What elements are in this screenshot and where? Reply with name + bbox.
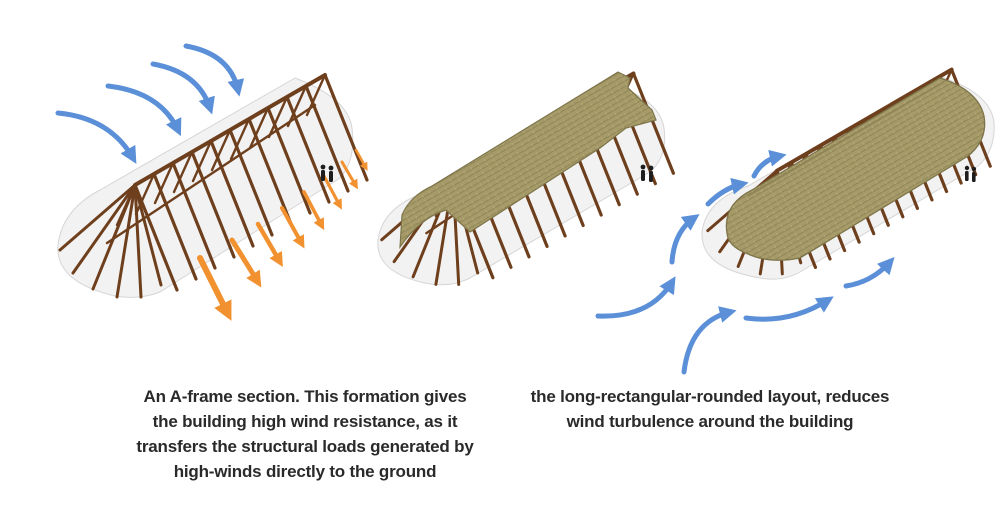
wind-arrow-icon bbox=[743, 296, 834, 322]
load-arrow-icon bbox=[197, 255, 232, 321]
wind-arrow-icon bbox=[681, 306, 737, 375]
wind-arrow-icon bbox=[55, 110, 137, 164]
wind-arrows-left bbox=[55, 43, 245, 164]
caption-a-frame: An A-frame section. This formation gives… bbox=[115, 384, 495, 484]
rafter bbox=[210, 128, 232, 172]
thatch-roof bbox=[725, 77, 986, 261]
caption-rounded-layout: the long-rectangular-rounded layout, red… bbox=[510, 384, 910, 434]
load-arrow-icon bbox=[255, 221, 283, 267]
apse-rafter bbox=[58, 183, 137, 252]
wind-arrow-icon bbox=[705, 177, 749, 207]
apse-rafter bbox=[133, 183, 163, 287]
load-arrow-icon bbox=[229, 237, 262, 288]
rafter bbox=[134, 172, 156, 216]
caption-line: wind turbulence around the building bbox=[566, 412, 854, 431]
caption-line: transfers the structural loads generated… bbox=[136, 437, 474, 456]
load-arrow-icon bbox=[322, 174, 342, 210]
rafter bbox=[248, 106, 270, 150]
rafter bbox=[153, 161, 175, 205]
purlin bbox=[105, 103, 317, 245]
wind-arrow-icon bbox=[751, 149, 787, 179]
rounded-thatched-building bbox=[701, 67, 995, 280]
rafter bbox=[267, 95, 289, 139]
wind-arrow-icon bbox=[105, 83, 182, 137]
human-figure-icon bbox=[964, 165, 977, 182]
a-frame-structure bbox=[57, 73, 369, 299]
apse-rafter bbox=[133, 183, 143, 299]
load-arrow-icon bbox=[354, 148, 368, 171]
load-arrow-icon bbox=[340, 160, 358, 190]
wind-arrow-icon bbox=[669, 214, 700, 265]
thatch-ridge bbox=[747, 81, 945, 197]
caption-line: the long-rectangular-rounded layout, red… bbox=[530, 387, 890, 406]
wind-arrow-icon bbox=[595, 276, 676, 319]
apse-rafter bbox=[115, 183, 137, 299]
load-arrow-icon bbox=[280, 206, 305, 249]
load-arrows bbox=[197, 148, 368, 321]
load-arrow-icon bbox=[302, 190, 325, 231]
wind-arrow-icon bbox=[183, 43, 245, 97]
rafter bbox=[172, 150, 194, 194]
rafter bbox=[631, 71, 676, 175]
wind-arrows-right bbox=[595, 149, 895, 375]
apse-rafter bbox=[71, 183, 137, 275]
human-figure-icon bbox=[320, 164, 334, 182]
caption-line: An A-frame section. This formation gives bbox=[143, 387, 467, 406]
rafter bbox=[286, 84, 308, 128]
thatch-roof-section bbox=[399, 71, 657, 250]
human-figure-icon bbox=[640, 164, 654, 182]
rafter bbox=[229, 117, 251, 161]
wind-arrow-icon bbox=[150, 61, 215, 115]
partially-thatched-structure bbox=[377, 71, 676, 286]
wind-arrow-icon bbox=[843, 256, 895, 289]
caption-line: the building high wind resistance, as it bbox=[152, 412, 458, 431]
rafter bbox=[191, 139, 213, 183]
caption-line: high-winds directly to the ground bbox=[173, 462, 437, 481]
